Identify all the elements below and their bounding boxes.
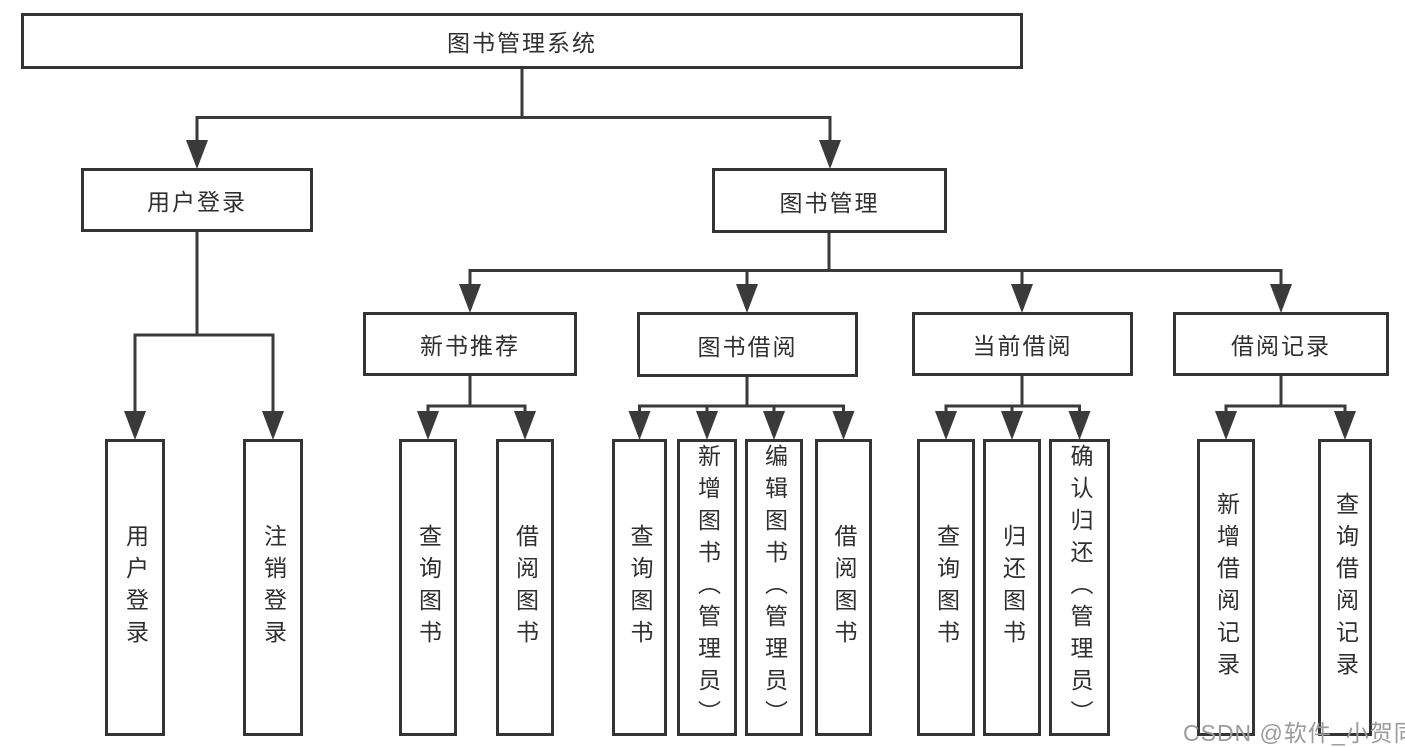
leaf-borrow-query-books-label: 查询图书 xyxy=(627,523,653,652)
connector-root-to-level2 xyxy=(186,69,841,169)
leaf-records-query-record: 查询借阅记录 xyxy=(1318,439,1372,736)
leaf-borrow-add-books-admin: 新增图书（管理员） xyxy=(677,439,737,736)
leaf-current-query-books: 查询图书 xyxy=(917,439,975,736)
leaf-current-query-books-label: 查询图书 xyxy=(933,523,960,652)
leaf-borrow-edit-books-admin-label: 编辑图书（管理员） xyxy=(761,443,788,732)
connector-recommend-to-leaves xyxy=(417,376,536,440)
connector-user-login-to-leaves xyxy=(124,232,284,440)
leaf-current-return-books: 归还图书 xyxy=(983,439,1041,736)
node-book-management: 图书管理 xyxy=(712,168,947,233)
leaf-current-confirm-return-admin: 确认归还（管理员） xyxy=(1049,439,1110,736)
node-book-management-label: 图书管理 xyxy=(779,189,880,216)
leaf-borrow-query-books: 查询图书 xyxy=(612,439,667,736)
leaf-borrow-edit-books-admin: 编辑图书（管理员） xyxy=(745,439,803,736)
watermark: CSDN @软件_小贺同学 xyxy=(1183,720,1405,746)
node-borrow-records-label: 借阅记录 xyxy=(1231,333,1331,359)
connector-borrow-to-leaves xyxy=(628,377,855,440)
leaf-recommend-borrow-books: 借阅图书 xyxy=(496,439,554,736)
node-current-borrow-label: 当前借阅 xyxy=(972,333,1073,359)
leaf-records-query-record-label: 查询借阅记录 xyxy=(1332,491,1359,684)
node-root: 图书管理系统 xyxy=(21,13,1023,69)
connector-book-management-to-level3 xyxy=(459,233,1292,313)
leaf-current-return-books-label: 归还图书 xyxy=(999,523,1026,652)
leaf-borrow-add-books-admin-label: 新增图书（管理员） xyxy=(694,443,721,732)
leaf-records-add-record-label: 新增借阅记录 xyxy=(1213,491,1240,684)
leaf-recommend-query-books: 查询图书 xyxy=(399,439,457,736)
leaf-user-login-label: 用户登录 xyxy=(122,523,149,652)
node-root-label: 图书管理系统 xyxy=(447,30,597,56)
leaf-user-login: 用户登录 xyxy=(105,439,165,736)
leaf-recommend-borrow-books-label: 借阅图书 xyxy=(512,523,539,652)
node-user-login-label: 用户登录 xyxy=(147,189,247,215)
leaf-records-add-record: 新增借阅记录 xyxy=(1197,439,1255,736)
leaf-borrow-borrow-books-label: 借阅图书 xyxy=(831,523,857,652)
node-borrow-records: 借阅记录 xyxy=(1173,312,1389,376)
connector-current-to-leaves xyxy=(935,376,1091,440)
node-current-borrow: 当前借阅 xyxy=(912,312,1133,376)
node-new-book-recommend-label: 新书推荐 xyxy=(420,333,520,359)
leaf-recommend-query-books-label: 查询图书 xyxy=(415,523,442,652)
connector-records-to-leaves xyxy=(1215,376,1356,440)
node-book-borrow: 图书借阅 xyxy=(637,312,858,377)
leaf-logout: 注销登录 xyxy=(243,439,303,736)
node-user-login: 用户登录 xyxy=(81,168,313,232)
node-new-book-recommend: 新书推荐 xyxy=(363,312,577,376)
leaf-logout-label: 注销登录 xyxy=(260,523,287,652)
leaf-borrow-borrow-books: 借阅图书 xyxy=(815,439,872,736)
node-book-borrow-label: 图书借阅 xyxy=(697,333,798,360)
leaf-current-confirm-return-admin-label: 确认归还（管理员） xyxy=(1067,443,1093,732)
